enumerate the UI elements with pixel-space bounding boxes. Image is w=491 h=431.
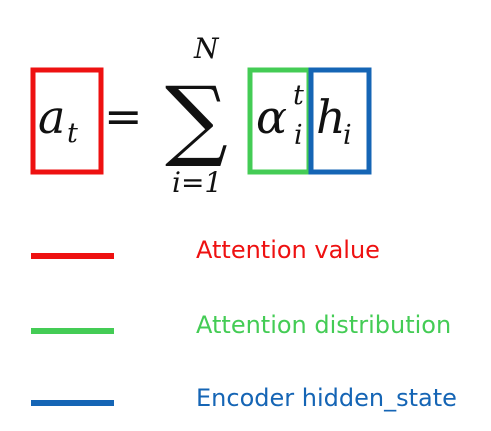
equation-alpha-subscript: i (294, 120, 303, 151)
attention-equation: a t = N ∑ i=1 α t i h i (30, 32, 372, 199)
equation-h-subscript: i (343, 120, 352, 151)
equation-a-subscript: t (67, 118, 78, 149)
summation-symbol: ∑ (165, 67, 228, 170)
legend-label-attention-value: Attention value (196, 236, 380, 264)
legend-line-blue (31, 400, 114, 406)
legend-label-attention-distribution: Attention distribution (196, 311, 452, 339)
equation-alpha-superscript: t (293, 80, 304, 111)
encoder-hidden-state-box (308, 67, 372, 175)
legend-line-red (31, 253, 114, 259)
legend-line-green (31, 328, 114, 334)
equation-alpha: α (256, 90, 287, 144)
legend-item-attention-value: Attention value (0, 236, 491, 276)
equation-a: a (38, 90, 65, 144)
legend-item-encoder-hidden-state: Encoder hidden_state (0, 383, 491, 423)
sum-lower-limit: i=1 (172, 166, 222, 199)
equation-equals: = (104, 89, 143, 143)
legend-item-attention-distribution: Attention distribution (0, 310, 491, 350)
equation-h: h (316, 90, 346, 144)
legend-label-encoder-hidden-state: Encoder hidden_state (196, 384, 457, 412)
sum-upper-limit: N (193, 32, 220, 65)
attention-value-box (30, 67, 104, 175)
